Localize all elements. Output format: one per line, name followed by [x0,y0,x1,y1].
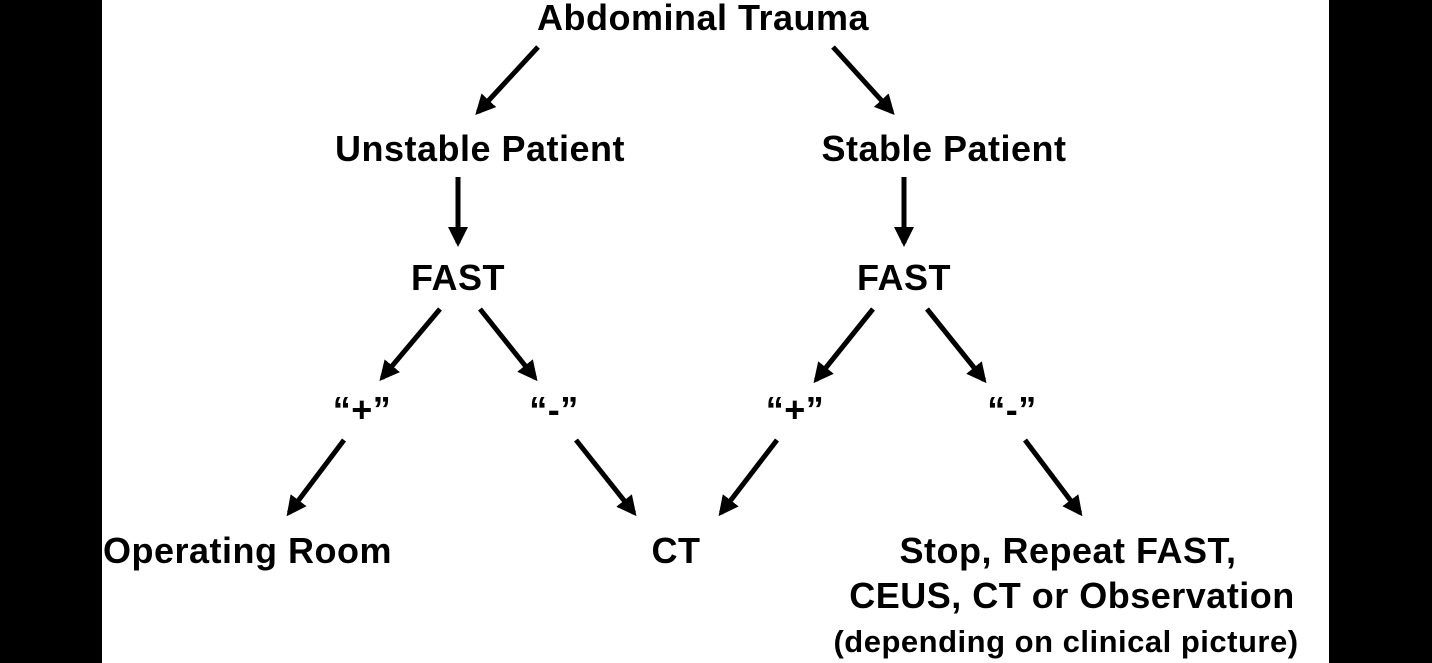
node-stop-line2: CEUS, CT or Observation [849,575,1295,616]
node-fast-left: FAST [410,257,506,298]
node-stop-line1: Stop, Repeat FAST, [899,530,1237,571]
node-negative-left: “-” [529,389,579,430]
node-positive-right: “+” [765,389,825,430]
node-negative-right: “-” [987,389,1037,430]
node-abdominal-trauma: Abdominal Trauma [536,0,870,38]
node-positive-left: “+” [332,389,392,430]
diagram-canvas [102,0,1329,663]
node-operating-room: Operating Room [103,530,393,571]
node-unstable-patient: Unstable Patient [334,128,626,169]
node-stop-line3: (depending on clinical picture) [833,624,1299,659]
node-stable-patient: Stable Patient [821,128,1067,169]
node-ct: CT [651,530,701,571]
node-fast-right: FAST [856,257,952,298]
